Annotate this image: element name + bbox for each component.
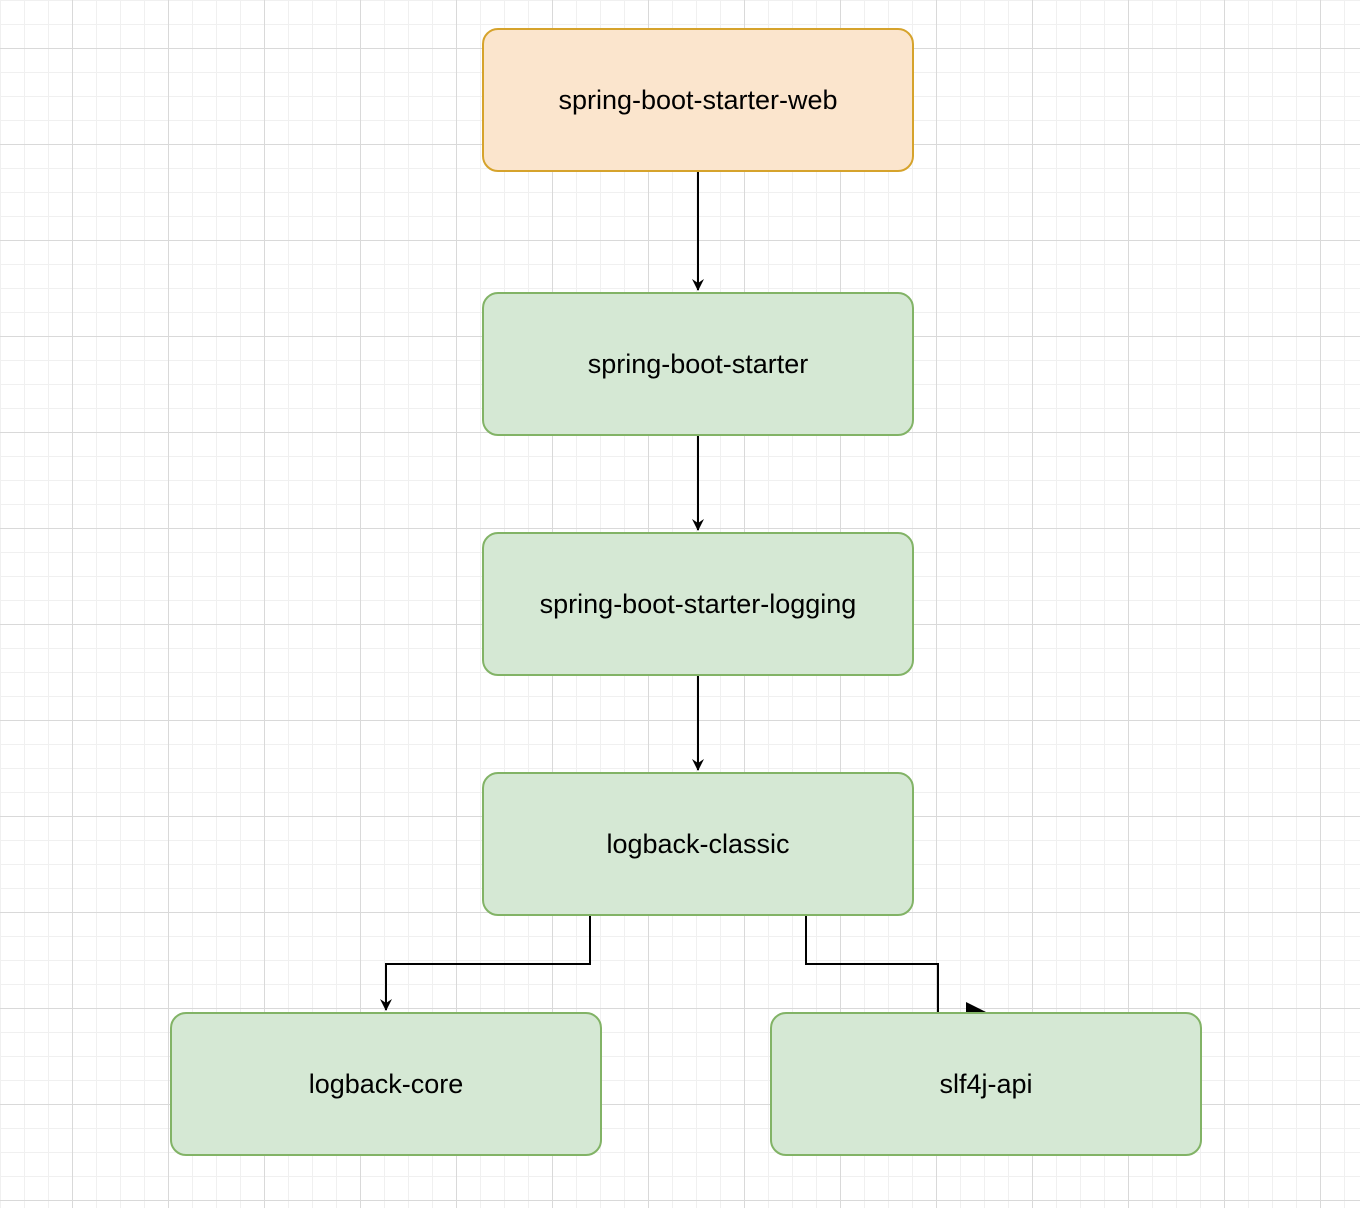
node-label: spring-boot-starter: [587, 348, 809, 379]
node-spring-boot-starter-logging[interactable]: spring-boot-starter-logging: [482, 532, 914, 676]
node-spring-boot-starter[interactable]: spring-boot-starter: [482, 292, 914, 436]
node-label: spring-boot-starter-web: [558, 84, 838, 115]
node-logback-classic[interactable]: logback-classic: [482, 772, 914, 916]
edge-classic-to-core: [380, 916, 591, 1011]
node-label: logback-classic: [606, 828, 790, 859]
node-label: logback-core: [308, 1068, 464, 1099]
node-label: slf4j-api: [939, 1068, 1033, 1099]
node-logback-core[interactable]: logback-core: [170, 1012, 602, 1156]
node-slf4j-api[interactable]: slf4j-api: [770, 1012, 1202, 1156]
node-label: spring-boot-starter-logging: [539, 588, 857, 619]
node-spring-boot-starter-web[interactable]: spring-boot-starter-web: [482, 28, 914, 172]
edge-classic-to-slf4j: [805, 916, 939, 1012]
edge-classic-to-slf4j-arrowhead: [966, 1002, 986, 1012]
